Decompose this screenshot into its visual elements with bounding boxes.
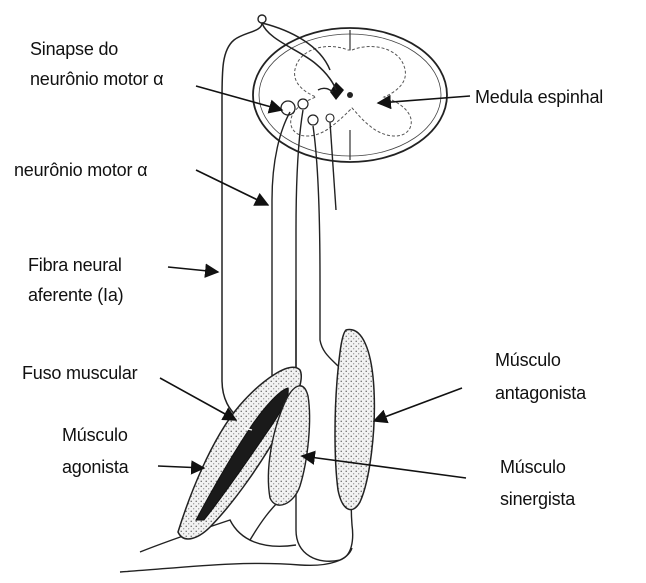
dorsal-root-ganglion xyxy=(258,15,266,23)
spinal-cord-label: Medula espinhal xyxy=(475,82,603,112)
agonist-label-line1: Músculo xyxy=(62,420,128,450)
agonist-label-line2: agonista xyxy=(62,452,128,482)
synergist-label-line1: Músculo xyxy=(500,452,566,482)
antagonist-label-line1: Músculo xyxy=(495,345,561,375)
motor-neuron-label: neurônio motor α xyxy=(14,155,147,185)
synapse-label-line2: neurônio motor α xyxy=(30,64,163,94)
synergist-label-line2: sinergista xyxy=(500,484,575,514)
synapse-label-line1: Sinapse do xyxy=(30,34,118,64)
agonist-arrow xyxy=(158,466,204,468)
synergist-arrow xyxy=(302,456,466,478)
antagonist-muscle xyxy=(335,330,374,510)
antagonist-label-line2: antagonista xyxy=(495,378,586,408)
afferent-fiber-arrow xyxy=(168,267,218,272)
afferent-fiber-label-line2: aferente (Ia) xyxy=(28,280,123,310)
spinal-cord-section xyxy=(253,15,447,162)
afferent-fiber-label-line1: Fibra neural xyxy=(28,250,122,280)
muscle-spindle-label: Fuso muscular xyxy=(22,358,137,388)
antagonist-arrow xyxy=(374,388,462,421)
motor-neuron-arrow xyxy=(196,170,268,205)
